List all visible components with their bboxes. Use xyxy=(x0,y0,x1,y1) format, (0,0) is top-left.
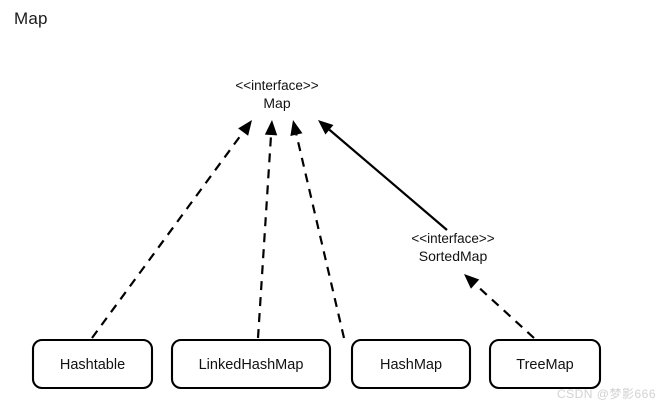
interface-node-map[interactable]: <<interface>> Map xyxy=(235,78,318,111)
class-label-hashtable: Hashtable xyxy=(60,357,125,373)
class-box-hashmap[interactable] xyxy=(350,338,472,390)
edges-layer xyxy=(91,128,535,339)
edge-treemap-sortedmap xyxy=(474,283,535,339)
class-node-treemap[interactable]: TreeMap xyxy=(488,338,602,390)
page-title: Map xyxy=(14,9,48,28)
edge-hashtable-map xyxy=(91,131,245,339)
class-label-linkedhashmap: LinkedHashMap xyxy=(199,357,304,373)
arrow-head-icon-hashmap-map xyxy=(290,120,303,137)
interface-sortedmap-stereotype: <<interface>> xyxy=(411,231,494,246)
interface-node-sortedmap[interactable]: <<interface>> SortedMap xyxy=(411,231,494,264)
arrow-head-icon-treemap-sortedmap xyxy=(464,274,480,289)
arrow-heads-layer xyxy=(238,120,480,289)
class-boxes-layer: Hashtable LinkedHashMap HashMap TreeMap xyxy=(31,338,602,390)
class-node-hashtable[interactable]: Hashtable xyxy=(31,338,154,390)
class-box-hashtable[interactable] xyxy=(31,338,154,390)
arrow-head-icon-sortedmap-map xyxy=(318,120,334,135)
edge-hashmap-map xyxy=(295,134,346,339)
arrow-head-icon-hashtable-map xyxy=(238,120,252,136)
edge-sortedmap-map xyxy=(328,128,448,231)
class-box-treemap[interactable] xyxy=(488,338,602,390)
class-box-linkedhashmap[interactable] xyxy=(170,338,332,390)
watermark: CSDN @梦影666 xyxy=(556,387,656,401)
class-node-linkedhashmap[interactable]: LinkedHashMap xyxy=(170,338,332,390)
arrow-head-icon-linkedhashmap-map xyxy=(264,120,278,136)
interface-map-stereotype: <<interface>> xyxy=(235,78,318,93)
interface-sortedmap-name: SortedMap xyxy=(419,248,488,264)
class-label-treemap: TreeMap xyxy=(516,357,573,373)
interface-map-name: Map xyxy=(263,95,290,111)
class-label-hashmap: HashMap xyxy=(380,357,442,373)
class-node-hashmap[interactable]: HashMap xyxy=(350,338,472,390)
edge-linkedhashmap-map xyxy=(256,134,273,339)
